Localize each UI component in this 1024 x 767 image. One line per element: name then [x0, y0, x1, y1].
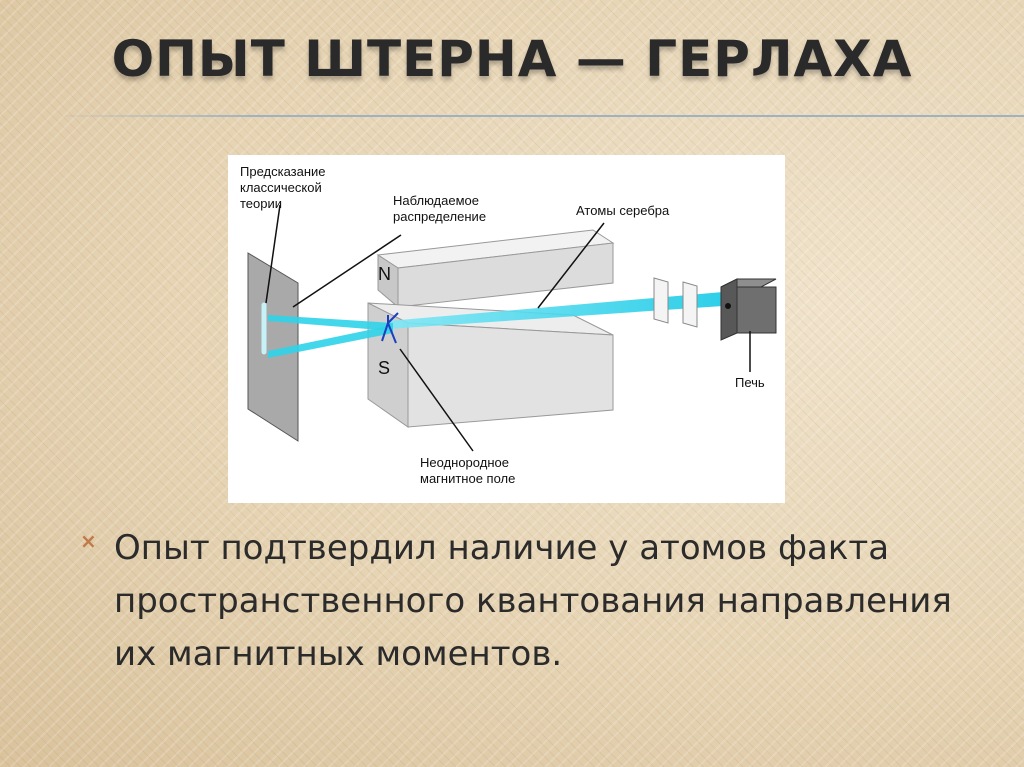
atom-beam-incoming [388, 292, 723, 329]
pole-south-label: S [378, 358, 390, 378]
pole-north-label: N [378, 264, 391, 284]
bullet-text: Опыт подтвердил наличие у атомов факта п… [114, 528, 952, 674]
field-arrow [387, 322, 397, 344]
collimator-slit-2 [682, 281, 698, 328]
leader-atoms [537, 222, 605, 309]
title-divider [65, 115, 1024, 117]
label-classical-line-2: классической [240, 180, 322, 195]
atom-beam-upper-split [268, 315, 393, 331]
oven-front [736, 286, 777, 334]
label-oven: Печь [735, 375, 765, 390]
label-observed-line-1: Наблюдаемое [393, 193, 479, 208]
label-atoms: Атомы серебра [576, 203, 670, 218]
leader-field [399, 348, 474, 452]
magnet-south-front [407, 322, 614, 428]
field-arrow [387, 312, 399, 324]
oven-side [720, 278, 738, 341]
label-field-line-2: магнитное поле [420, 471, 515, 486]
diagram-svg: N S Предсказание классической теории Наб… [240, 164, 777, 486]
label-field-line-1: Неоднородное [420, 455, 509, 470]
field-arrow [381, 322, 389, 342]
slide-title: ОПЫТ ШТЕРНА — ГЕРЛАХА [111, 30, 913, 88]
oven-aperture [725, 303, 731, 309]
stern-gerlach-diagram: N S Предсказание классической теории Наб… [228, 155, 785, 503]
bullet-marker-icon: × [80, 529, 97, 553]
leader-observed [292, 234, 402, 308]
collimator-slit-1 [653, 277, 669, 324]
label-classical-line-3: теории [240, 196, 282, 211]
leader-classical [265, 204, 281, 304]
label-observed-line-2: распределение [393, 209, 486, 224]
atom-beam-lower-split [268, 325, 393, 358]
detector-screen [247, 252, 299, 442]
bullet-item: × Опыт подтвердил наличие у атомов факта… [80, 522, 960, 681]
label-classical-line-1: Предсказание [240, 164, 326, 179]
